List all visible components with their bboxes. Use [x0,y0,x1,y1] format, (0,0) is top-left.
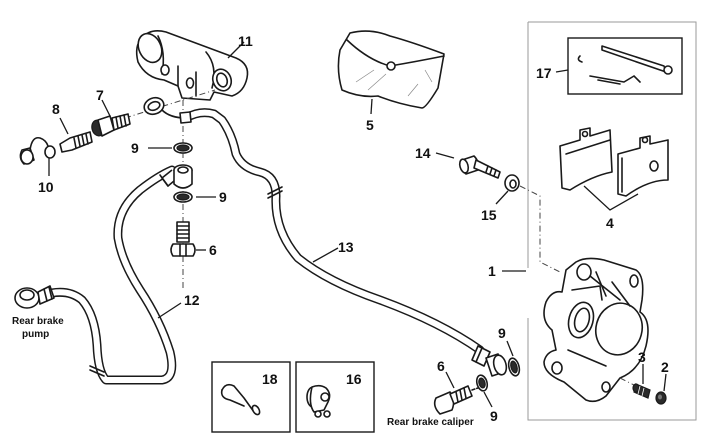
banjo-fitting-upper [173,164,193,189]
caliper-group-frame [527,21,697,421]
callout-17: 17 [536,65,552,81]
callout-11: 11 [238,33,253,49]
leader-12 [157,302,182,319]
callout-13: 13 [338,239,354,255]
callout-4: 4 [606,215,614,231]
callout-18: 18 [262,371,278,387]
part-9-washer-upper[interactable] [173,142,193,154]
part-7-bleed-screw[interactable] [90,113,131,137]
part-13-brake-hose-caliper[interactable] [142,95,491,367]
part-18-clip[interactable] [211,361,291,433]
part-5-protective-cover[interactable] [337,30,445,109]
callout-6b: 6 [437,358,445,374]
callout-9b: 9 [219,189,227,205]
callout-5: 5 [366,117,374,133]
part-16-hose-clamp[interactable] [295,361,375,433]
part-9-washer-lower[interactable] [173,191,193,203]
leader-11 [227,41,245,59]
part-10-bleeder-cap[interactable] [19,136,56,165]
callout-9d: 9 [490,408,498,424]
callout-12: 12 [184,292,200,308]
label-rear-brake-pump-2: pump [22,329,49,340]
part-17-pad-pin-kit[interactable] [567,37,683,95]
callout-15: 15 [481,207,497,223]
leader-14 [435,152,455,159]
callout-7: 7 [96,87,104,103]
part-1-brake-caliper[interactable] [543,257,649,403]
callout-3: 3 [638,349,646,365]
axis-line-caliper-mount [519,185,561,273]
leader-4 [583,185,639,211]
label-rear-brake-caliper: Rear brake caliper [387,417,474,428]
callout-9a: 9 [131,140,139,156]
leader-15 [495,190,509,205]
banjo-fitting-caliper [485,353,508,377]
callout-8: 8 [52,101,60,117]
leader-6b [445,371,455,389]
part-4-brake-pads[interactable] [559,127,669,197]
callout-16: 16 [346,371,362,387]
part-9-washer-caliper-left[interactable] [475,374,489,392]
callout-1: 1 [488,263,496,279]
part-9-washer-caliper-right[interactable] [507,357,521,377]
part-3-bleed-valve[interactable] [632,383,651,399]
leader-17 [555,69,569,73]
leader-9d [483,391,493,408]
callout-9c: 9 [498,325,506,341]
part-6-banjo-bolt-upper[interactable] [170,221,196,257]
part-11-three-way-union[interactable] [134,30,249,101]
leader-2 [663,373,667,392]
callout-10: 10 [38,179,54,195]
part-2-bleed-valve-cap[interactable] [655,391,667,405]
label-rear-brake-pump-1: Rear brake [12,316,64,327]
part-12-brake-hose-pump[interactable] [14,165,181,385]
axis-line-union [124,89,216,119]
leader-7 [101,99,111,117]
leader-9c [506,340,514,357]
callout-6a: 6 [209,242,217,258]
callout-14: 14 [415,145,431,161]
leader-13 [312,247,339,263]
leader-5 [370,98,373,115]
leader-8 [59,117,69,135]
part-14-screw[interactable] [458,155,501,179]
part-8-bleeder[interactable] [59,131,93,153]
part-15-washer[interactable] [504,174,520,192]
part-6-banjo-bolt-caliper[interactable] [433,385,479,415]
callout-2: 2 [661,359,669,375]
